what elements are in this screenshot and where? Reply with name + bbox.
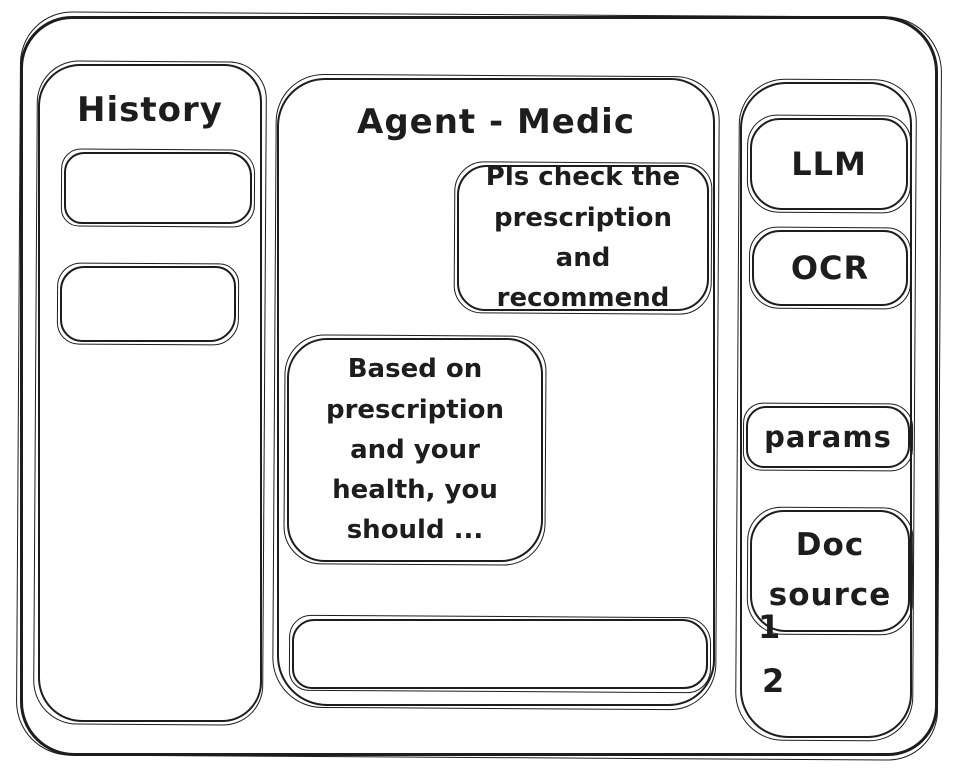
user-message-bubble: Pls check the prescription and recommend [457,162,709,313]
doc-source-button[interactable]: Doc source [750,510,910,632]
message-input[interactable] [292,619,708,689]
history-panel: History [38,64,262,722]
assistant-message-bubble: Based on prescription and your health, y… [287,338,543,562]
doc-source-button-label: Doc source [768,527,892,613]
history-title: History [77,90,223,130]
assistant-message-text: Based on prescription and your health, y… [325,354,504,546]
ocr-button[interactable]: OCR [752,230,908,306]
tools-panel: LLM OCR params Doc source 1 2 [740,82,912,738]
llm-button[interactable]: LLM [750,118,908,210]
params-button[interactable]: params [746,406,910,468]
user-message-text: Pls check the prescription and recommend [485,162,681,314]
chat-title: Agent - Medic [357,102,635,142]
chat-panel: Agent - Medic Pls check the prescription… [277,78,715,706]
doc-source-item-2[interactable]: 2 [762,662,785,700]
llm-button-label: LLM [791,145,867,183]
history-item[interactable] [64,152,252,224]
params-button-label: params [764,420,892,454]
history-item[interactable] [60,266,236,342]
ocr-button-label: OCR [790,249,870,287]
doc-source-item-1[interactable]: 1 [758,608,781,646]
